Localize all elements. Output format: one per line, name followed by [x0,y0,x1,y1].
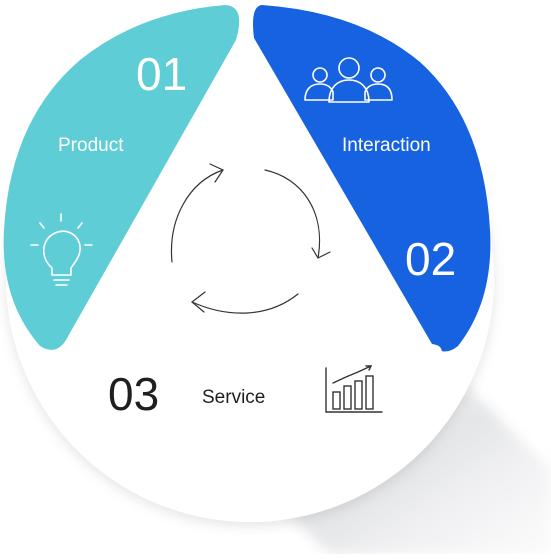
segment-service-number: 03 [108,368,159,420]
lightbulb-icon [30,213,93,286]
segment-product-shape [3,5,240,350]
segment-product: 01 Product [3,5,240,350]
bar-chart-icon [325,365,383,413]
segment-service: 03 Service [55,344,442,473]
segment-interaction-shape [253,5,491,352]
people-group-icon [304,57,393,103]
cycle-arrows-icon [170,163,331,314]
segment-interaction-number: 02 [405,233,456,285]
segment-service-shape [55,344,442,473]
segment-service-label: Service [202,387,265,408]
segment-product-label: Product [58,135,124,156]
segment-interaction: 02 Interaction [253,5,491,352]
segment-product-number: 01 [136,48,187,100]
segment-interaction-label: Interaction [342,135,431,156]
